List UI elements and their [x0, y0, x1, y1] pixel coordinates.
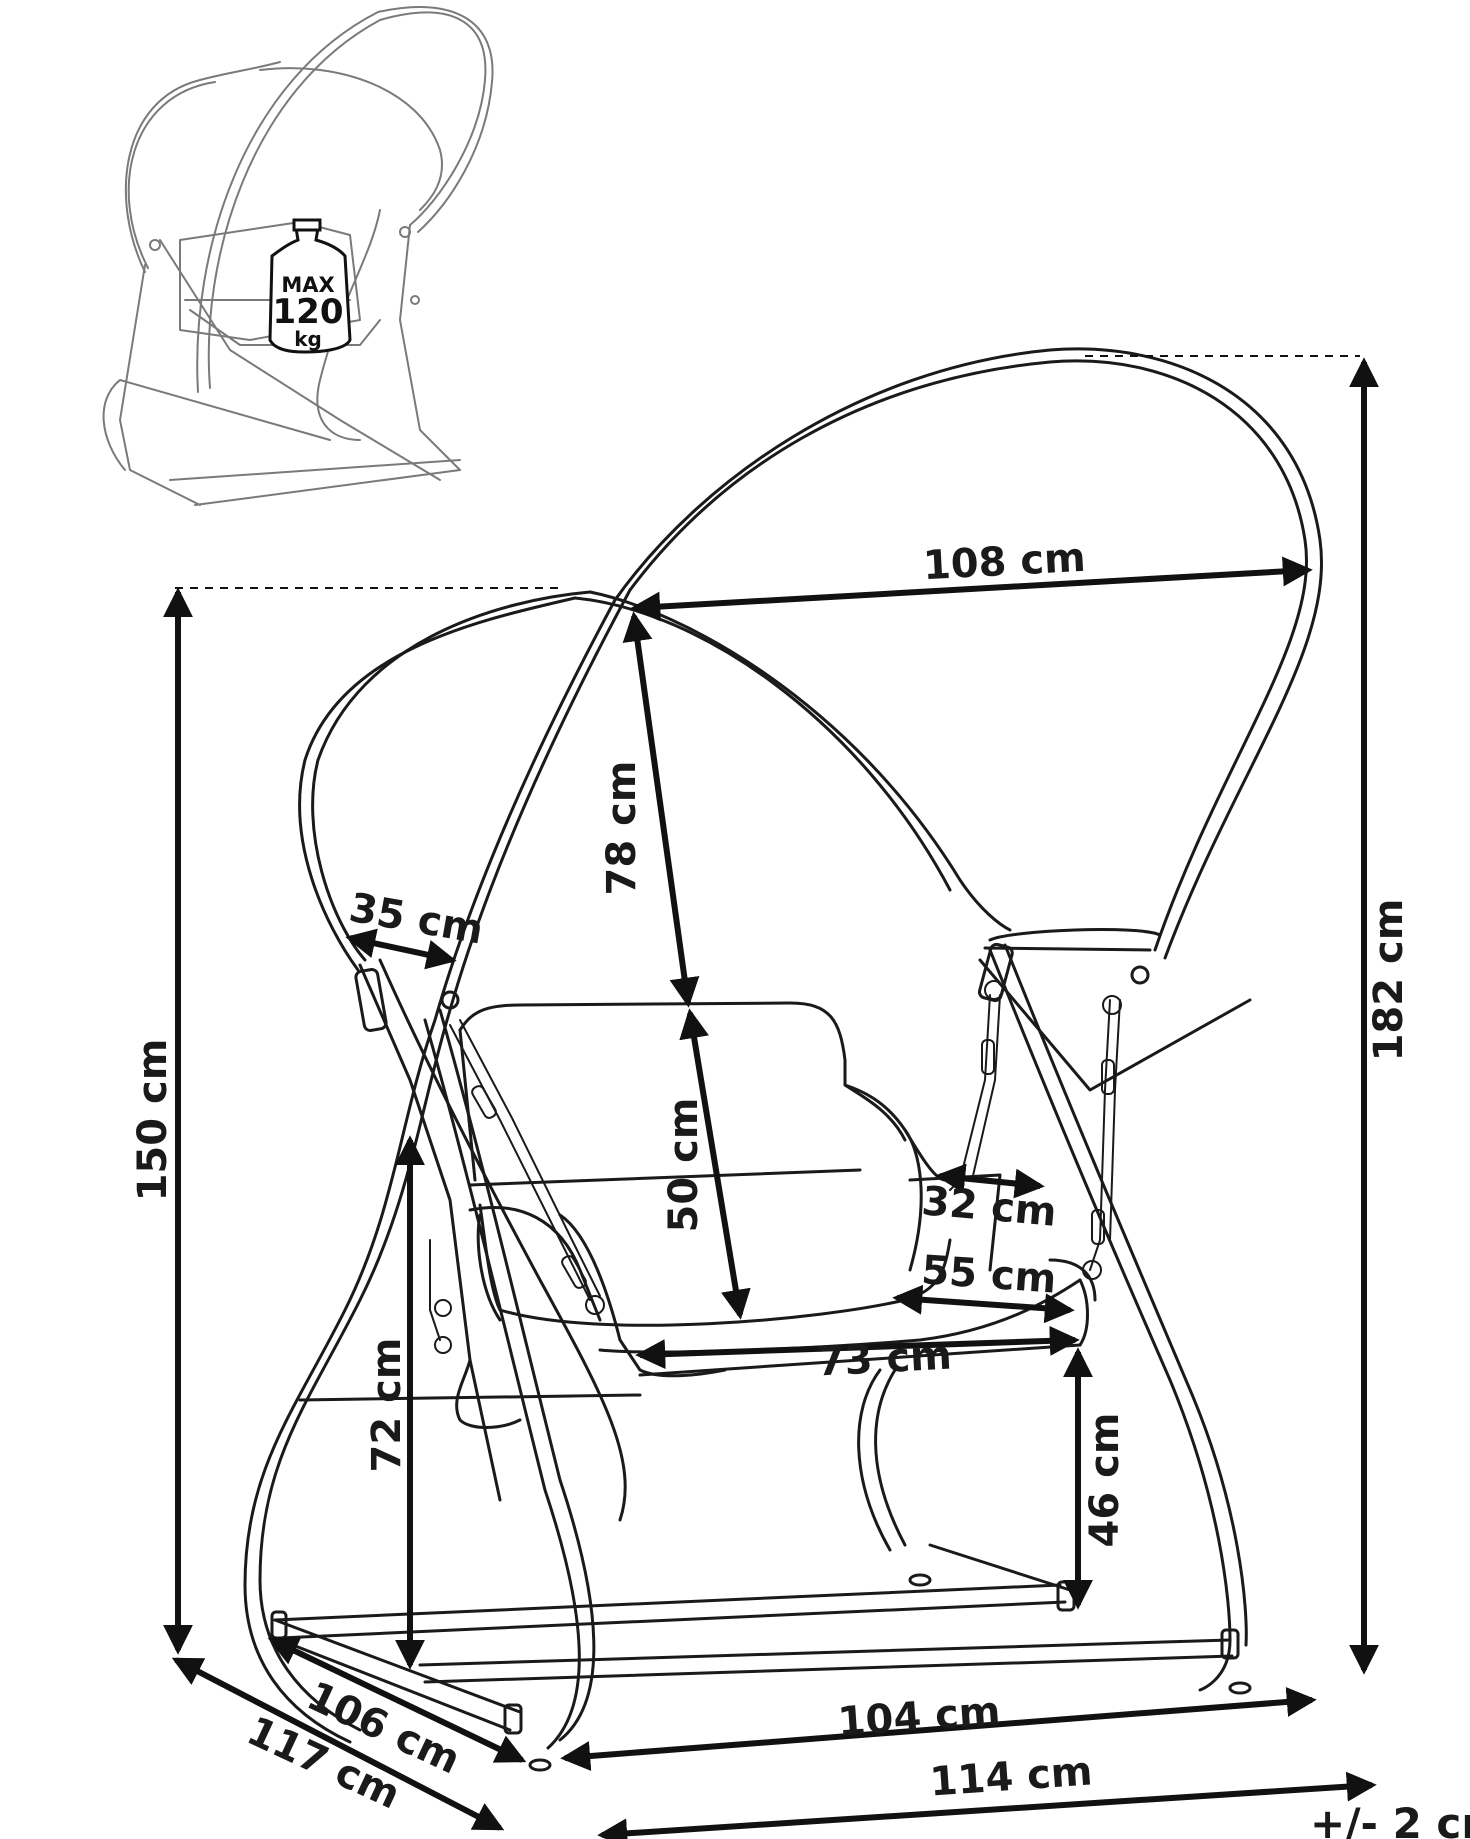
tolerance-note: +/- 2 cm [1310, 1799, 1470, 1839]
weight-unit: kg [294, 327, 322, 351]
swing-frame [243, 347, 1323, 1772]
dim-line-50 [679, 1008, 751, 1320]
dim-line-32 [935, 1163, 1045, 1199]
label-78: 78 cm [599, 761, 645, 896]
dim-line-35 [345, 928, 457, 970]
label-108: 108 cm [922, 535, 1087, 589]
dim-line-117 [171, 1657, 505, 1831]
dim-line-114 [597, 1771, 1377, 1839]
max-weight-badge: MAX 120 kg [268, 218, 352, 354]
label-150: 150 cm [130, 1039, 176, 1202]
label-72: 72 cm [364, 1338, 410, 1473]
label-55: 55 cm [920, 1247, 1058, 1302]
dimension-lines [163, 355, 1379, 1839]
label-50: 50 cm [661, 1098, 707, 1233]
dim-line-73 [635, 1325, 1080, 1370]
dim-line-104 [560, 1686, 1317, 1772]
label-182: 182 cm [1366, 899, 1412, 1062]
dim-line-55 [892, 1284, 1075, 1324]
label-104: 104 cm [836, 1688, 1002, 1745]
label-73: 73 cm [816, 1333, 953, 1386]
dim-line-108 [630, 556, 1313, 622]
max-label: MAX [281, 273, 334, 297]
label-114: 114 cm [928, 1748, 1094, 1805]
dim-line-78 [622, 611, 700, 1008]
weight-value: 120 [273, 292, 344, 332]
label-46: 46 cm [1082, 1413, 1128, 1548]
